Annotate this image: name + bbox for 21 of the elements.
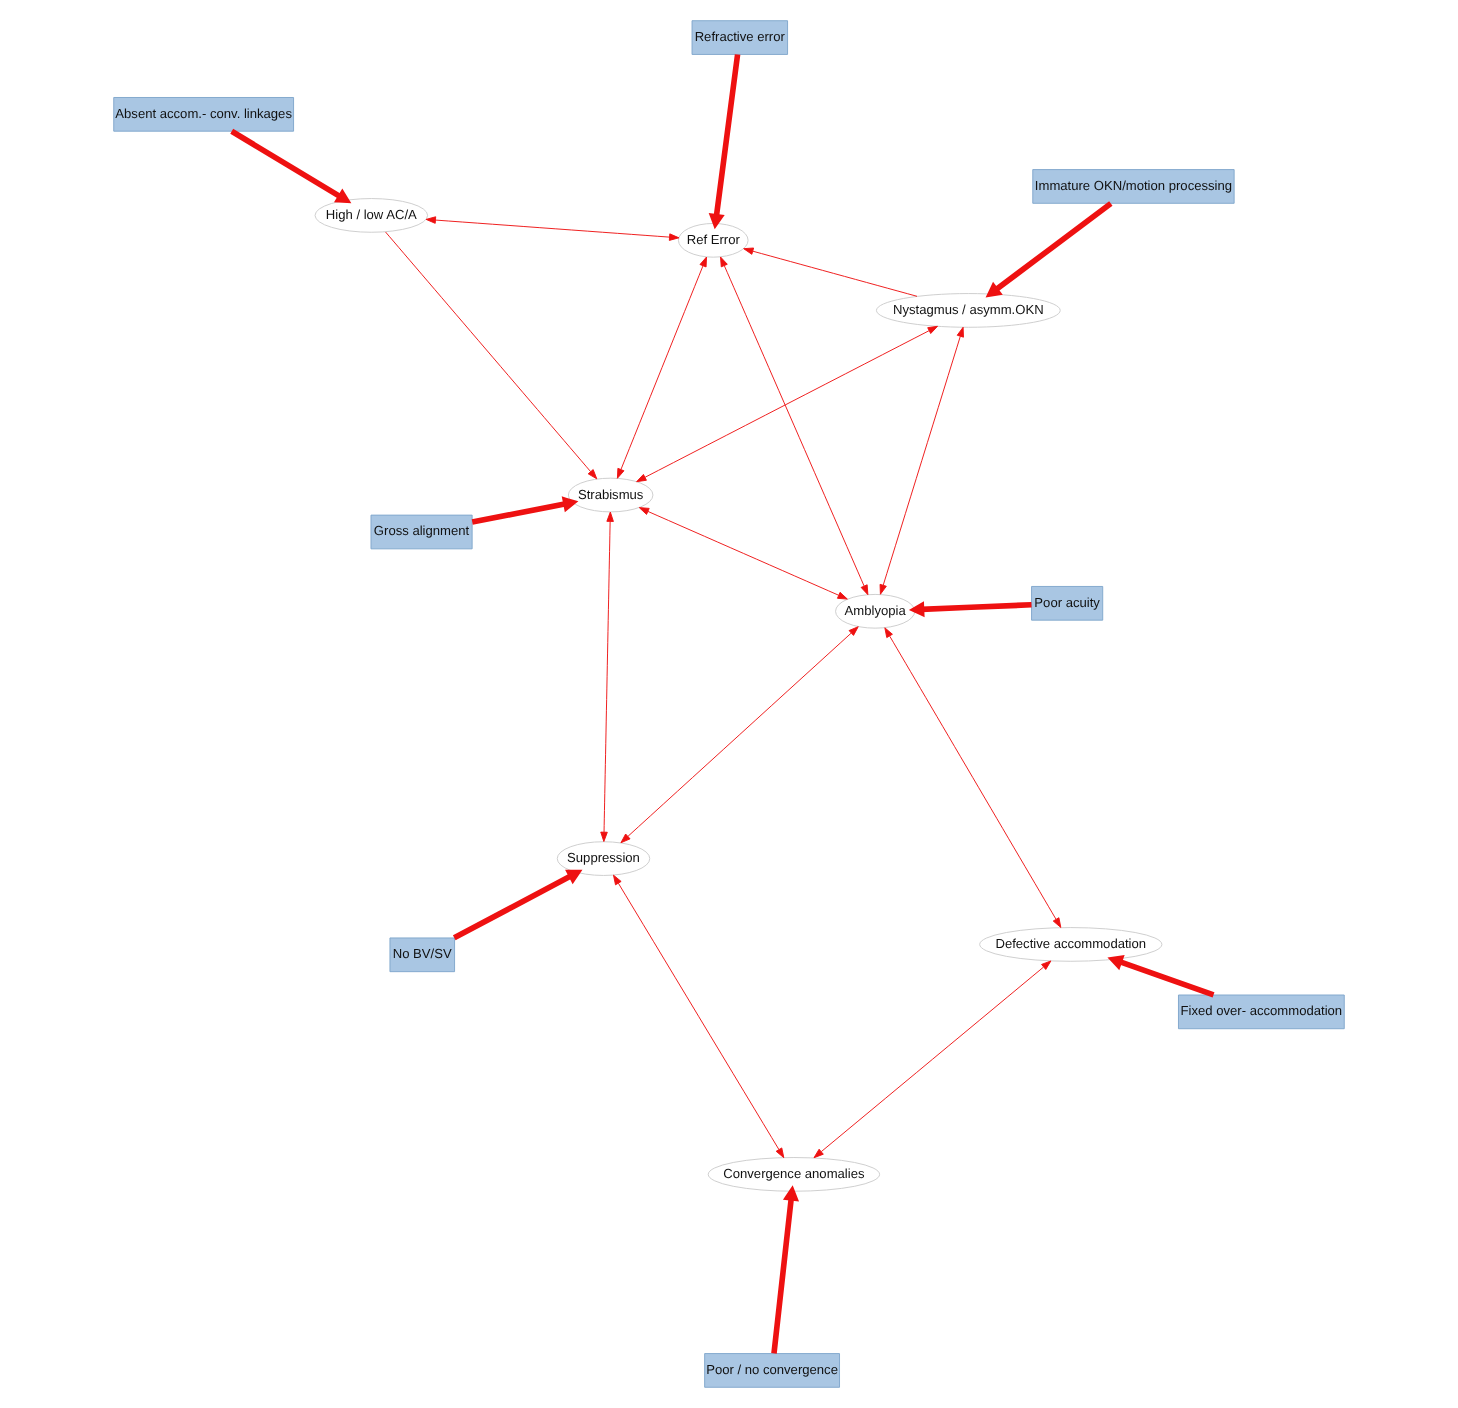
arrow xyxy=(620,626,859,844)
arrow xyxy=(638,507,848,600)
arrow xyxy=(908,601,1032,618)
arrow xyxy=(771,1185,800,1354)
arrow xyxy=(720,256,869,596)
arrow xyxy=(425,216,680,241)
arrow xyxy=(879,326,964,595)
arrow xyxy=(884,627,1062,928)
arrow xyxy=(471,496,579,525)
arrow xyxy=(613,874,785,1159)
arrow xyxy=(1107,954,1215,998)
arrow xyxy=(985,201,1113,298)
arrow xyxy=(230,128,352,204)
arrow xyxy=(636,325,938,483)
arrow xyxy=(452,869,583,941)
arrow xyxy=(813,960,1052,1159)
arrow xyxy=(708,54,741,230)
arrow xyxy=(600,511,614,842)
arrow xyxy=(743,247,918,297)
arrow xyxy=(385,231,598,480)
arrow xyxy=(616,256,707,479)
